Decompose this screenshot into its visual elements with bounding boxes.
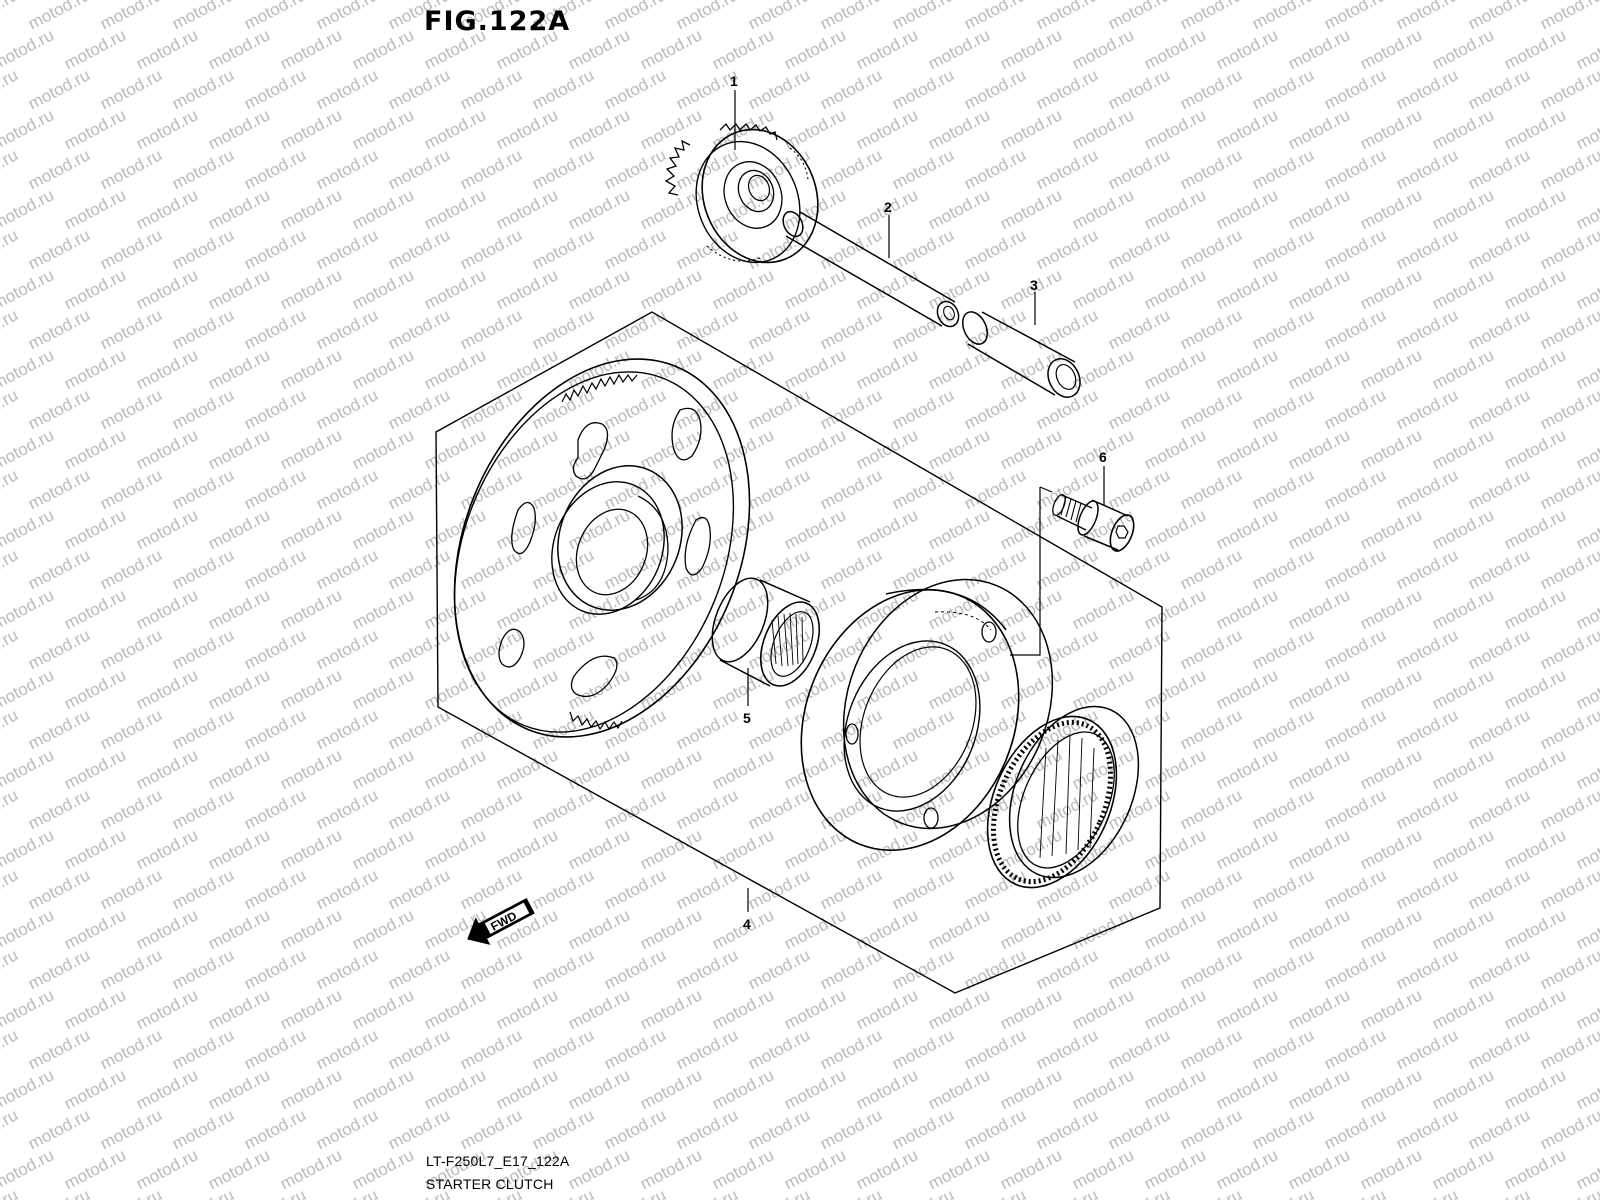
part-4-starter-clutch-housing[interactable]: [763, 548, 1088, 883]
fwd-arrow-icon: FWD: [467, 897, 535, 945]
drawing-code: LT-F250L7_E17_122A: [426, 1153, 570, 1169]
part-2-idle-gear-shaft[interactable]: [779, 208, 962, 330]
part-4-starter-driven-gear[interactable]: [401, 315, 804, 782]
callout-5[interactable]: 5: [743, 710, 751, 726]
callout-1[interactable]: 1: [730, 73, 738, 89]
part-4-one-way-clutch[interactable]: [962, 686, 1163, 908]
bolt-bracket-line: [1010, 486, 1053, 656]
part-5-needle-bearing[interactable]: [701, 570, 830, 694]
assembly-outline: [435, 311, 1163, 994]
callout-2[interactable]: 2: [884, 199, 892, 215]
figure-caption: STARTER CLUTCH: [426, 1176, 554, 1192]
part-3-bushing[interactable]: [958, 308, 1086, 403]
callout-6[interactable]: 6: [1099, 449, 1107, 465]
callout-4[interactable]: 4: [743, 916, 751, 932]
callout-leaders: [734, 90, 1105, 912]
callout-3[interactable]: 3: [1030, 277, 1038, 293]
part-6-bolt[interactable]: [1050, 493, 1138, 554]
figure-title: FIG.122A: [424, 6, 571, 37]
part-1-starter-idle-gear[interactable]: [664, 112, 837, 280]
